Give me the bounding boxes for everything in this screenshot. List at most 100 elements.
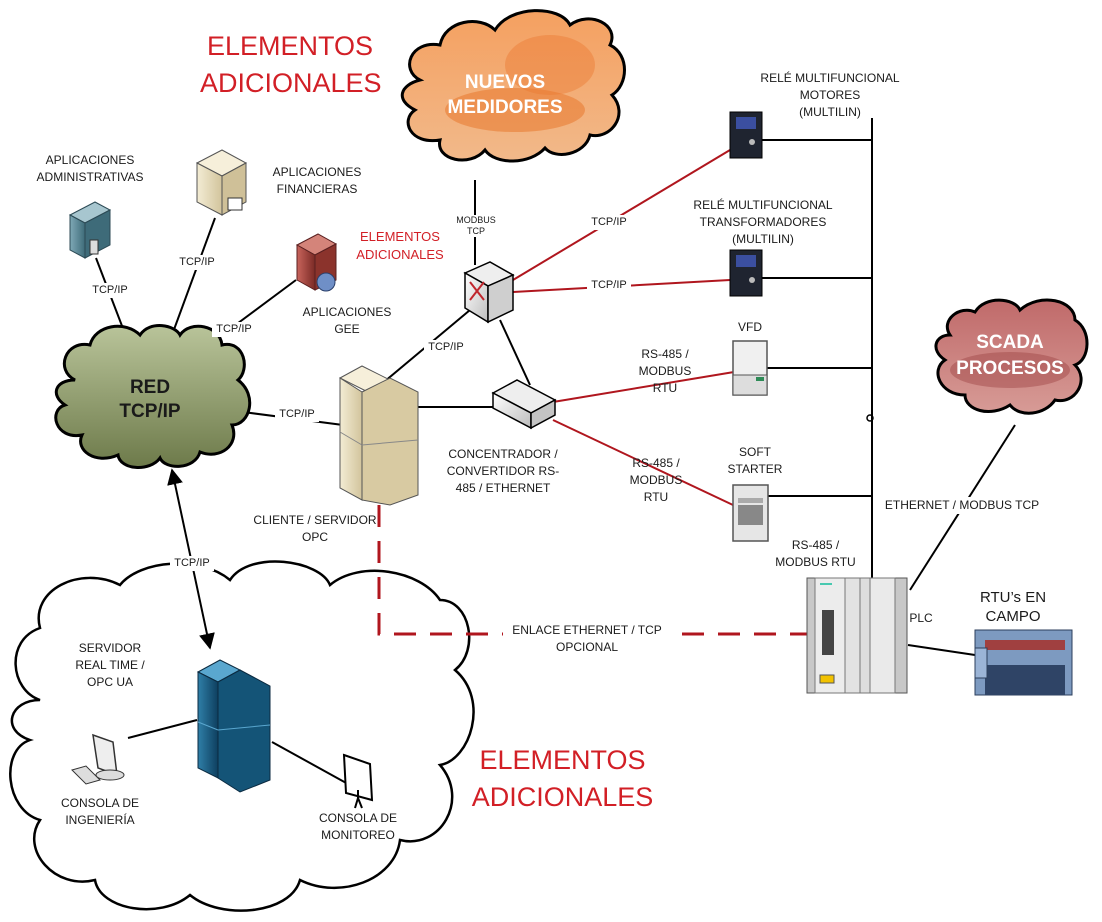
label-line: RS-485 /: [641, 347, 689, 361]
label-line: CONSOLA DE: [60, 796, 140, 810]
header-bottom: ELEMENTOS ADICIONALES: [470, 742, 655, 816]
label-line: GEE: [334, 322, 360, 336]
admin-server-icon: [68, 201, 112, 259]
label-line: REAL TIME /: [75, 658, 145, 672]
header-top-line1: ELEMENTOS: [206, 31, 374, 61]
plc-icon: [806, 577, 908, 694]
link-label-tcpip-rele1: TCP/IP: [587, 215, 631, 230]
label-line: APLICACIONES: [45, 153, 135, 167]
header-middle-line1: ELEMENTOS: [360, 229, 440, 244]
label-line: MOTORES: [799, 88, 861, 102]
label-soft-starter: SOFT STARTER: [720, 444, 790, 478]
cloud-line: NUEVOS: [464, 72, 546, 93]
label-app-admin: APLICACIONES ADMINISTRATIVAS: [25, 152, 155, 186]
cloud-line: SCADA: [976, 332, 1044, 353]
label-line: TCP: [467, 226, 485, 236]
concentrator-hub-icon: [491, 379, 557, 430]
label-line: OPCIONAL: [555, 640, 618, 654]
label-line: MODBUS: [638, 364, 692, 378]
link-label-tcpip-rele2: TCP/IP: [587, 278, 631, 293]
label-line: FINANCIERAS: [276, 182, 358, 196]
label-line: INGENIERÍA: [65, 813, 135, 827]
link-label-rs485-soft: RS-485 / MODBUS RTU: [626, 455, 686, 506]
label-line: MONITOREO: [321, 828, 395, 842]
cloud-line: RED: [129, 377, 171, 398]
header-bottom-line1: ELEMENTOS: [479, 745, 646, 775]
label-line: OPC: [301, 530, 328, 544]
header-middle: ELEMENTOS ADICIONALES: [350, 228, 450, 264]
monitoring-console-icon: [342, 753, 374, 809]
label-concentrador: CONCENTRADOR / CONVERTIDOR RS- 485 / ETH…: [438, 446, 568, 497]
vfd-icon: [732, 340, 768, 396]
header-top-line2: ADICIONALES: [200, 68, 382, 98]
red-tcpip-cloud-shape: [54, 324, 252, 469]
label-line: RTU: [643, 490, 669, 504]
label-line: RS-485 /: [632, 456, 680, 470]
label-line: CLIENTE / SERVIDOR: [253, 513, 377, 527]
label-line: SOFT: [739, 445, 771, 459]
gee-server-icon: [295, 233, 338, 292]
link-label-modbus-tcp: MODBUS TCP: [452, 215, 500, 237]
label-line: RS-485 /: [791, 538, 840, 552]
network-switch-icon: [463, 261, 515, 324]
label-rtus: RTU’s EN CAMPO: [968, 588, 1058, 626]
label-line: (MULTILIN): [732, 232, 794, 246]
label-rele-motores: RELÉ MULTIFUNCIONAL MOTORES (MULTILIN): [750, 70, 910, 121]
label-app-gee: APLICACIONES GEE: [292, 304, 402, 338]
link-label-tcpip-fin: TCP/IP: [175, 255, 219, 270]
label-line: ADMINISTRATIVAS: [36, 170, 144, 184]
label-line: TRANSFORMADORES: [699, 215, 827, 229]
link-label-tcpip-rt: TCP/IP: [170, 556, 214, 571]
header-bottom-line2: ADICIONALES: [471, 782, 654, 812]
label-line: CAMPO: [985, 608, 1041, 625]
link-label-ethernet-modbus: ETHERNET / MODBUS TCP: [882, 497, 1042, 514]
label-line: APLICACIONES: [302, 305, 392, 319]
red-tcpip-cloud-label: RED TCP/IP: [100, 376, 200, 424]
label-line: MODBUS: [456, 215, 496, 225]
label-app-fin: APLICACIONES FINANCIERAS: [262, 164, 372, 198]
label-vfd: VFD: [738, 320, 762, 334]
link-label-enlace-opcional: ENLACE ETHERNET / TCP OPCIONAL: [503, 622, 671, 656]
label-line: CONCENTRADOR /: [448, 447, 558, 461]
label-consola-ing: CONSOLA DE INGENIERÍA: [48, 795, 152, 829]
label-line: 485 / ETHERNET: [455, 481, 551, 495]
label-opc: CLIENTE / SERVIDOR OPC: [245, 512, 385, 546]
nuevos-medidores-cloud-label: NUEVOS MEDIDORES: [440, 70, 570, 120]
opc-server-icon: [338, 365, 419, 506]
label-line: SERVIDOR: [78, 641, 142, 655]
link-label-rs485-plc: RS-485 / MODBUS RTU: [768, 537, 863, 571]
label-line: APLICACIONES: [272, 165, 362, 179]
label-line: STARTER: [727, 462, 783, 476]
relay-motores-icon: [729, 111, 763, 159]
engineering-console-icon: [71, 733, 125, 785]
relay-transformadores-icon: [729, 249, 763, 297]
label-line: RELÉ MULTIFUNCIONAL: [693, 198, 833, 212]
link-label-tcpip-gee: TCP/IP: [212, 322, 256, 337]
rtu-icon: [974, 629, 1073, 696]
cloud-line: MEDIDORES: [447, 97, 563, 118]
label-line: OPC UA: [86, 675, 133, 689]
label-line: CONVERTIDOR RS-: [446, 464, 560, 478]
link-label-tcpip-switch: TCP/IP: [424, 340, 468, 355]
link-label-rs485-vfd: RS-485 / MODBUS RTU: [635, 346, 695, 397]
label-servidor-rt: SERVIDOR REAL TIME / OPC UA: [60, 640, 160, 691]
label-rele-trafo: RELÉ MULTIFUNCIONAL TRANSFORMADORES (MUL…: [683, 197, 843, 248]
label-line: CONSOLA DE: [318, 811, 398, 825]
label-line: ENLACE ETHERNET / TCP: [512, 623, 662, 637]
label-plc: PLC: [909, 611, 933, 625]
label-line: (MULTILIN): [799, 105, 861, 119]
scada-cloud-shape: [934, 298, 1089, 415]
label-consola-mon: CONSOLA DE MONITOREO: [306, 810, 410, 844]
header-top: ELEMENTOS ADICIONALES: [200, 28, 382, 102]
soft-starter-icon: [732, 484, 769, 542]
scada-cloud-label: SCADA PROCESOS: [955, 330, 1065, 382]
link-label-tcpip-admin: TCP/IP: [88, 283, 132, 298]
label-line: RELÉ MULTIFUNCIONAL: [760, 71, 900, 85]
header-middle-line2: ADICIONALES: [356, 247, 444, 262]
label-line: RTU: [652, 381, 678, 395]
label-line: MODBUS: [629, 473, 683, 487]
link-label-tcpip-opc: TCP/IP: [275, 407, 319, 422]
label-line: MODBUS RTU: [775, 555, 856, 569]
label-line: RTU’s EN: [979, 589, 1047, 606]
